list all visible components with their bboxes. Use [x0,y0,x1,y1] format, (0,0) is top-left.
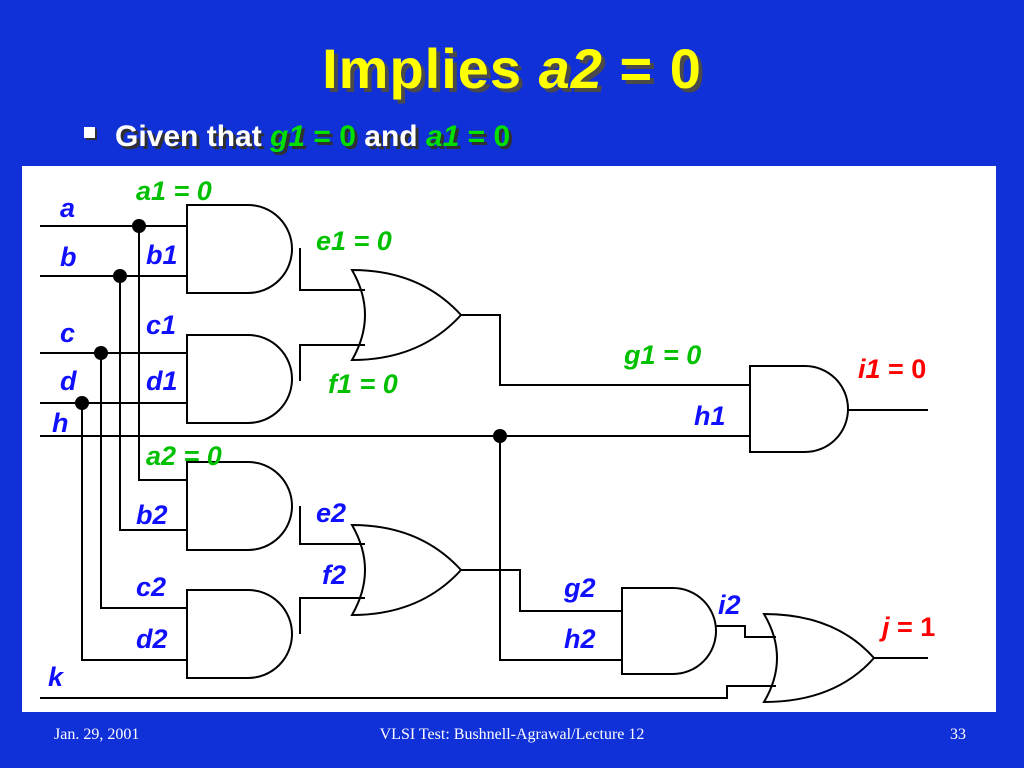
wire-g2 [461,569,622,612]
and-gate-4 [186,589,293,679]
wire-e1 [299,248,365,291]
bullet-a1: a1 [425,120,460,153]
label-e1: e1 = 0 [316,226,392,256]
and-gate-3 [186,461,293,551]
output-labels: i1 = 0 j = 1 [858,354,935,642]
label-d2: d2 [136,624,168,654]
label-f1: f1 = 0 [328,369,398,399]
implied-labels: a1 = 0 e1 = 0 f1 = 0 a2 = 0 g1 = 0 [136,176,701,471]
label-j-var: j [879,612,890,642]
bullet-a1-value: = 0 [459,120,511,153]
label-h: h [52,408,69,438]
and-gate-1 [186,204,293,294]
label-c1: c1 [146,310,176,340]
footer-date: Jan. 29, 2001 [54,726,140,743]
wire-a2 [138,226,187,481]
gates [186,204,876,704]
given-bullet: Given that g1 = 0 and a1 = 0 [84,120,510,154]
or-gate-3 [762,612,876,704]
label-a1: a1 = 0 [136,176,212,206]
circuit-diagram: a b c d h k b1 c1 d1 b2 c2 d2 e2 f2 h1 g… [40,176,935,704]
fanout-dot-d [75,396,89,410]
label-a: a [60,193,75,223]
title-prefix: Implies [322,37,539,100]
wire-d2 [81,403,187,661]
fanout-dot-h [493,429,507,443]
wire-c2 [100,353,187,609]
wire-i2 [716,625,776,638]
label-f2: f2 [322,560,346,590]
label-d1: d1 [146,366,178,396]
label-k: k [48,662,65,692]
wire-e2 [299,506,365,545]
fanout-dot-c [94,346,108,360]
fanout-dot-a [132,219,146,233]
bullet-mid: and [355,120,426,153]
label-c: c [60,318,75,348]
fanout-dots [75,219,507,443]
or-gate-2 [350,523,463,617]
wire-g1 [461,314,750,386]
label-g2: g2 [563,573,596,603]
label-h1: h1 [694,401,726,431]
label-b2: b2 [136,500,168,530]
bullet-g1: g1 [270,120,306,153]
circuit-panel: a b c d h k b1 c1 d1 b2 c2 d2 e2 f2 h1 g… [22,166,996,712]
wire-f1 [299,344,365,381]
label-j-value: = 1 [890,612,936,642]
label-j: j = 1 [879,612,935,642]
label-i1-var: i1 [858,354,881,384]
label-d: d [60,366,77,396]
label-i2: i2 [718,590,741,620]
and-gate-2 [186,334,293,424]
and-gate-5 [749,365,849,453]
label-h2: h2 [564,624,596,654]
label-i1: i1 = 0 [858,354,926,384]
footer-course: VLSI Test: Bushnell-Agrawal/Lecture 12 [379,726,645,743]
bullet-lead: Given that [115,120,271,153]
title-suffix: = 0 [602,37,702,100]
title-variable: a2 [538,37,603,100]
label-a2: a2 = 0 [146,441,222,471]
wire-b2 [119,276,187,531]
or-gate-1 [350,268,463,362]
label-e2: e2 [316,498,346,528]
label-c2: c2 [136,572,166,602]
wires [40,225,928,699]
fanout-dot-b [113,269,127,283]
input-labels: a b c d h k b1 c1 d1 b2 c2 d2 e2 f2 h1 g… [48,193,741,692]
bullet-g1-value: = 0 [305,120,356,153]
wire-f2 [299,597,365,634]
label-b: b [60,242,77,272]
footer-page-number: 33 [950,726,966,743]
label-g1: g1 = 0 [623,340,701,370]
and-gate-6 [621,587,717,675]
label-b1: b1 [146,240,178,270]
wire-h2 [499,436,622,661]
square-bullet-icon [84,127,95,138]
label-i1-value: = 0 [881,354,927,384]
wire-k [40,685,776,699]
slide-title: Implies a2 = 0 [0,36,1024,101]
